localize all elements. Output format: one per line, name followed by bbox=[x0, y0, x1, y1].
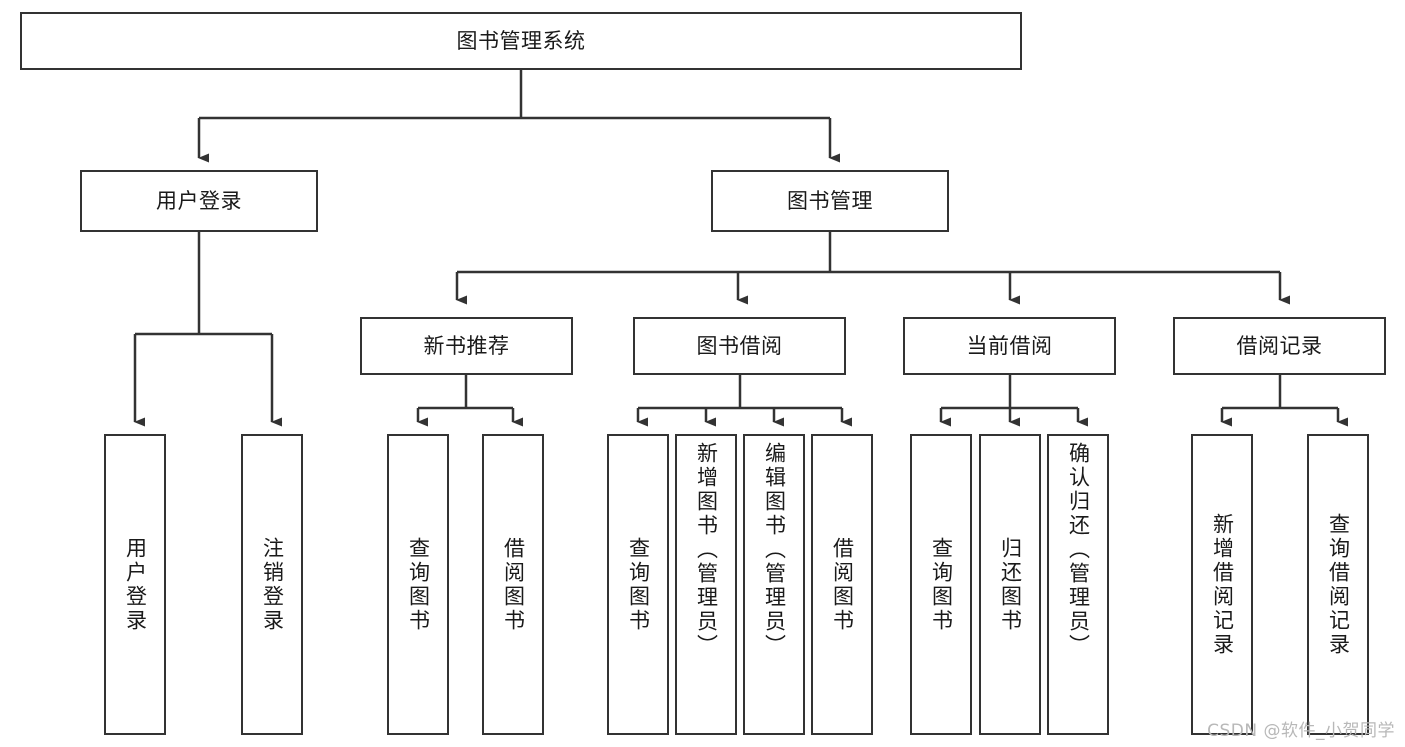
node-label: 归还图书 bbox=[998, 536, 1023, 633]
leaf-query-book-current[interactable]: 查询图书 bbox=[910, 434, 972, 735]
leaf-confirm-return-admin[interactable]: 确认归还（管理员） bbox=[1047, 434, 1109, 735]
leaf-add-borrow-record[interactable]: 新增借阅记录 bbox=[1191, 434, 1253, 735]
node-label: 新增图书（管理员） bbox=[694, 442, 719, 658]
leaf-query-book-recommend[interactable]: 查询图书 bbox=[387, 434, 449, 735]
node-label: 图书管理 bbox=[787, 188, 873, 213]
leaf-user-login[interactable]: 用户登录 bbox=[104, 434, 166, 735]
leaf-query-book-borrow[interactable]: 查询图书 bbox=[607, 434, 669, 735]
node-label: 图书借阅 bbox=[696, 333, 783, 358]
node-label: 查询图书 bbox=[929, 536, 954, 633]
node-book-management[interactable]: 图书管理 bbox=[711, 170, 949, 232]
leaf-borrow-book-recommend[interactable]: 借阅图书 bbox=[482, 434, 544, 735]
leaf-return-book[interactable]: 归还图书 bbox=[979, 434, 1041, 735]
node-label: 用户登录 bbox=[156, 188, 242, 213]
leaf-edit-book-admin[interactable]: 编辑图书（管理员） bbox=[743, 434, 805, 735]
node-label: 查询借阅记录 bbox=[1326, 512, 1351, 657]
node-book-borrow[interactable]: 图书借阅 bbox=[633, 317, 846, 375]
node-new-book-recommend[interactable]: 新书推荐 bbox=[360, 317, 573, 375]
leaf-query-borrow-record[interactable]: 查询借阅记录 bbox=[1307, 434, 1369, 735]
leaf-logout[interactable]: 注销登录 bbox=[241, 434, 303, 735]
node-current-borrow[interactable]: 当前借阅 bbox=[903, 317, 1116, 375]
node-label: 新书推荐 bbox=[423, 333, 510, 358]
node-label: 编辑图书（管理员） bbox=[762, 442, 787, 658]
node-label: 借阅图书 bbox=[830, 536, 855, 633]
node-label: 查询图书 bbox=[406, 536, 431, 633]
leaf-borrow-book[interactable]: 借阅图书 bbox=[811, 434, 873, 735]
node-label: 图书管理系统 bbox=[456, 28, 586, 53]
node-label: 注销登录 bbox=[260, 536, 285, 633]
node-root-system[interactable]: 图书管理系统 bbox=[20, 12, 1022, 70]
leaf-add-book-admin[interactable]: 新增图书（管理员） bbox=[675, 434, 737, 735]
watermark: CSDN @软件_小贺同学 bbox=[1207, 721, 1395, 741]
node-label: 新增借阅记录 bbox=[1210, 512, 1235, 657]
node-borrow-record[interactable]: 借阅记录 bbox=[1173, 317, 1386, 375]
node-user-login[interactable]: 用户登录 bbox=[80, 170, 318, 232]
node-label: 用户登录 bbox=[123, 536, 148, 633]
node-label: 当前借阅 bbox=[966, 333, 1053, 358]
node-label: 借阅记录 bbox=[1236, 333, 1323, 358]
node-label: 确认归还（管理员） bbox=[1066, 442, 1091, 658]
node-label: 查询图书 bbox=[626, 536, 651, 633]
node-label: 借阅图书 bbox=[501, 536, 526, 633]
